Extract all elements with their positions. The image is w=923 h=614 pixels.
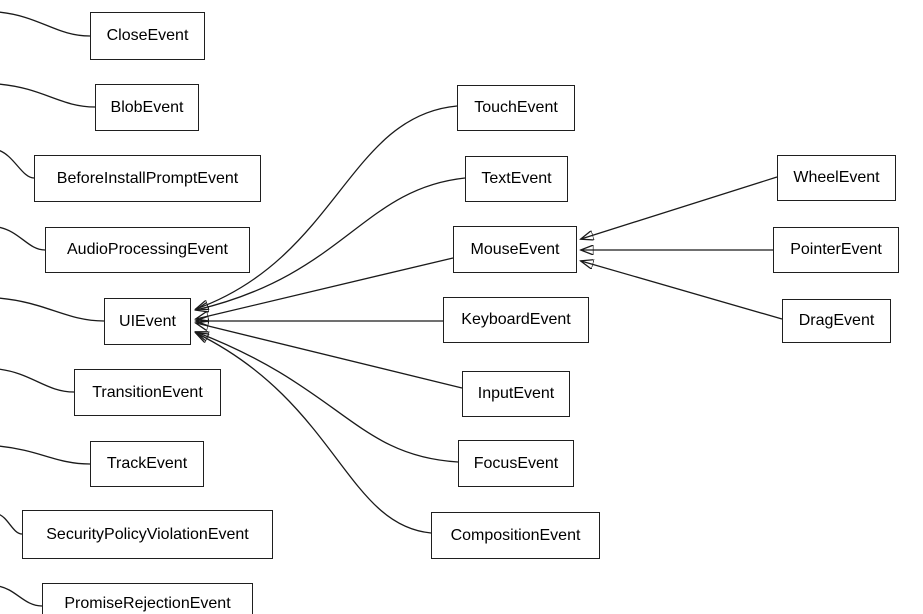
node-uievent: UIEvent	[104, 298, 191, 345]
node-wheelevent: WheelEvent	[777, 155, 896, 201]
node-dragevent: DragEvent	[782, 299, 891, 343]
node-beforeinstallpromptevent: BeforeInstallPromptEvent	[34, 155, 261, 202]
edge-trackevent-to-offscreen	[0, 445, 91, 465]
node-touchevent: TouchEvent	[457, 85, 575, 131]
edge-mouseevent-to-uievent	[196, 257, 454, 319]
node-compositionevent: CompositionEvent	[431, 512, 600, 559]
edge-dragevent-to-mouseevent	[581, 261, 783, 320]
node-trackevent: TrackEvent	[90, 441, 204, 487]
edge-inputevent-to-uievent	[196, 323, 463, 389]
edge-uievent-to-offscreen	[0, 297, 105, 322]
node-promiserejectionevent: PromiseRejectionEvent	[42, 583, 253, 614]
node-blobevent: BlobEvent	[95, 84, 199, 131]
node-closeevent: CloseEvent	[90, 12, 205, 60]
edge-beforeinstallpromptevent-to-offscreen	[0, 150, 35, 179]
edge-securitypolicyviolationevent-to-offscreen	[0, 514, 23, 535]
node-textevent: TextEvent	[465, 156, 568, 202]
node-pointerevent: PointerEvent	[773, 227, 899, 273]
node-securitypolicyviolationevent: SecurityPolicyViolationEvent	[22, 510, 273, 559]
edge-transitionevent-to-offscreen	[0, 368, 75, 393]
node-transitionevent: TransitionEvent	[74, 369, 221, 416]
node-focusevent: FocusEvent	[458, 440, 574, 487]
edge-closeevent-to-offscreen	[0, 11, 91, 37]
node-mouseevent: MouseEvent	[453, 226, 577, 273]
edge-audioprocessingevent-to-offscreen	[0, 226, 46, 251]
node-inputevent: InputEvent	[462, 371, 570, 417]
node-keyboardevent: KeyboardEvent	[443, 297, 589, 343]
edge-promiserejectionevent-to-offscreen	[0, 585, 43, 607]
edge-touchevent-to-uievent	[196, 105, 458, 309]
edge-textevent-to-uievent	[196, 177, 466, 310]
edge-blobevent-to-offscreen	[0, 83, 96, 108]
node-audioprocessingevent: AudioProcessingEvent	[45, 227, 250, 273]
edge-focusevent-to-uievent	[196, 332, 459, 463]
edge-compositionevent-to-uievent	[196, 333, 432, 534]
edge-wheelevent-to-mouseevent	[581, 176, 778, 239]
